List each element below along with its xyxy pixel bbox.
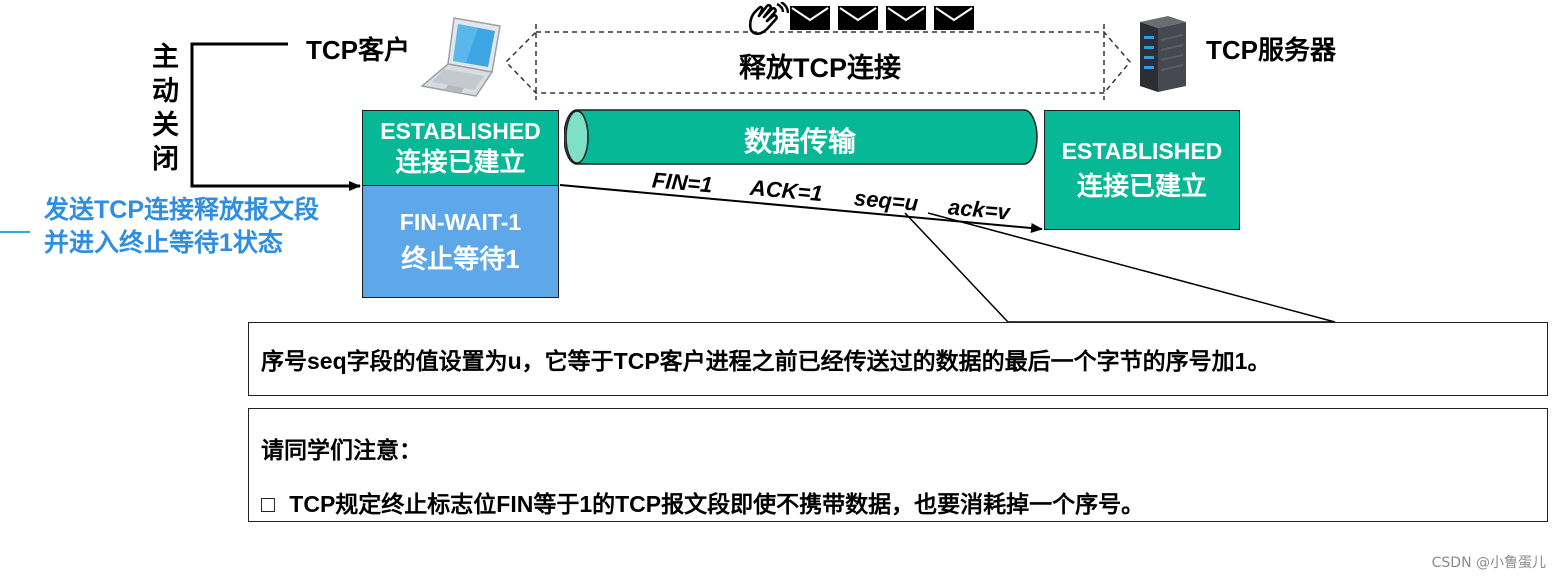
note-heading: 请同学们注意： <box>261 437 422 463</box>
state-name: FIN-WAIT-1 <box>399 208 522 235</box>
bullet-marker: □ <box>261 491 275 517</box>
client-state-established: ESTABLISHED 连接已建立 <box>362 110 559 186</box>
seq-explanation-note: 序号seq字段的值设置为u，它等于TCP客户进程之前已经传送过的数据的最后一个字… <box>248 322 1548 396</box>
pipe-label: 数据传输 <box>743 126 856 157</box>
client-label: TCP客户 <box>306 35 411 65</box>
watermark: CSDN @小鲁蛋儿 <box>1431 555 1546 571</box>
state-desc: 终止等待1 <box>401 243 520 274</box>
annotation-line: 并进入终止等待1状态 <box>44 229 283 257</box>
active-close-bracket <box>190 42 361 191</box>
server-icon <box>1140 16 1186 92</box>
data-transfer-pipe <box>564 109 1038 165</box>
envelope-icon <box>838 6 878 30</box>
envelope-icon <box>886 6 926 30</box>
note-text: TCP规定终止标志位FIN等于1的TCP报文段即使不携带数据，也要消耗掉一个序号… <box>289 491 1145 517</box>
state-desc: 连接已建立 <box>395 147 526 178</box>
waving-hand-icon <box>745 0 790 43</box>
state-desc: 连接已建立 <box>1076 171 1207 202</box>
send-fin-annotation: 发送TCP连接释放报文段 并进入终止等待1状态 <box>44 194 319 260</box>
envelope-icon <box>934 6 974 30</box>
annotation-line: 发送TCP连接释放报文段 <box>44 196 320 224</box>
active-close-char: 动 <box>152 76 179 106</box>
state-name: ESTABLISHED <box>1061 138 1223 165</box>
active-close-char: 主 <box>152 42 179 72</box>
state-name: ESTABLISHED <box>380 118 541 145</box>
fin-seq-note: 请同学们注意： □ TCP规定终止标志位FIN等于1的TCP报文段即使不携带数据… <box>248 408 1548 522</box>
server-state-established: ESTABLISHED 连接已建立 <box>1044 110 1240 230</box>
server-label: TCP服务器 <box>1206 35 1337 65</box>
active-close-label: 主 动 关 闭 <box>152 40 179 176</box>
note-text: 序号seq字段的值设置为u，它等于TCP客户进程之前已经传送过的数据的最后一个字… <box>261 348 1271 374</box>
field-ack-num: ack=v <box>947 194 1011 225</box>
active-close-char: 关 <box>152 110 179 140</box>
release-connection-label: 释放TCP连接 <box>739 53 901 83</box>
active-close-char: 闭 <box>152 144 179 174</box>
release-arrow <box>504 24 1131 100</box>
laptop-icon <box>420 17 501 97</box>
envelope-row <box>790 6 974 30</box>
field-seq: seq=u <box>853 185 920 216</box>
envelope-icon <box>790 6 830 30</box>
client-state-fin-wait-1: FIN-WAIT-1 终止等待1 <box>362 185 559 298</box>
field-fin: FIN=1 <box>651 167 714 198</box>
